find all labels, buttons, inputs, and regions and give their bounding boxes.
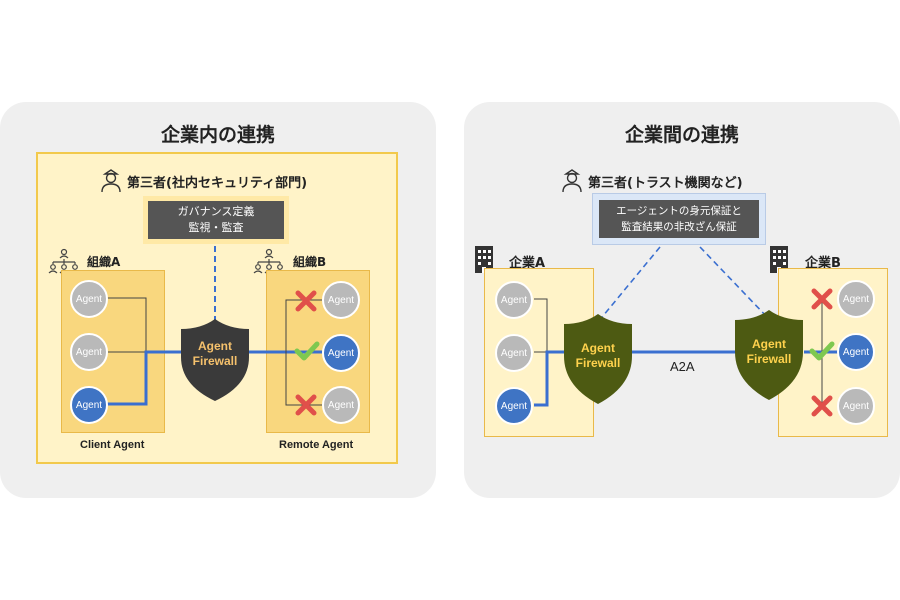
right-firewall-b-line-1: Agent — [752, 337, 786, 351]
left-person-icon — [100, 167, 122, 197]
left-note-line-1: ガバナンス定義 — [177, 205, 255, 218]
left-firewall-line-2: Firewall — [192, 354, 238, 368]
right-person-icon — [561, 167, 583, 197]
right-company-a-agent-client: Agent — [495, 387, 533, 425]
right-third-party-label: 第三者(トラスト機関など) — [588, 176, 743, 191]
right-company-b-label: 企業B — [805, 256, 841, 271]
right-a2a-label: A2A — [670, 359, 695, 374]
left-panel-title: 企業内の連携 — [160, 124, 275, 146]
right-cross-icon-2 — [811, 395, 833, 421]
right-firewall-a-label: Agent Firewall — [562, 341, 634, 371]
right-company-b-agent-1: Agent — [837, 280, 875, 318]
left-org-a-label: 組織A — [87, 255, 121, 269]
right-firewall-a-shield-icon — [562, 312, 634, 410]
left-org-a-agent-1: Agent — [70, 280, 108, 318]
left-firewall-shield-icon — [179, 317, 251, 407]
right-check-icon — [809, 340, 835, 366]
left-cross-icon-2 — [295, 394, 317, 420]
left-org-a-agent-client: Agent — [70, 386, 108, 424]
left-third-party-label: 第三者(社内セキュリティ部門) — [127, 176, 308, 191]
right-firewall-b-label: Agent Firewall — [733, 337, 805, 367]
left-org-b-agent-remote: Agent — [322, 334, 360, 372]
right-firewall-b-shield-icon — [733, 308, 805, 406]
left-org-b-agent-3: Agent — [322, 386, 360, 424]
left-org-b-agent-1: Agent — [322, 281, 360, 319]
right-firewall-a-line-2: Firewall — [575, 356, 621, 370]
left-firewall-label: Agent Firewall — [179, 339, 251, 369]
right-panel-title: 企業間の連携 — [624, 124, 739, 146]
left-firewall-line-1: Agent — [198, 339, 232, 353]
right-trust-note: エージェントの身元保証と 監査結果の非改ざん保証 — [592, 193, 766, 245]
left-check-icon — [294, 340, 320, 366]
left-client-agent-label: Client Agent — [80, 439, 145, 451]
left-cross-icon-1 — [295, 290, 317, 316]
right-note-line-1: エージェントの身元保証と — [616, 205, 742, 217]
left-note-line-2: 監視・監査 — [188, 221, 244, 234]
right-company-b-agent-3: Agent — [837, 387, 875, 425]
right-company-a-agent-1: Agent — [495, 281, 533, 319]
left-remote-agent-label: Remote Agent — [279, 439, 354, 451]
right-note-line-2: 監査結果の非改ざん保証 — [621, 221, 737, 233]
left-governance-note: ガバナンス定義 監視・監査 — [143, 196, 289, 244]
right-firewall-a-line-1: Agent — [581, 341, 615, 355]
right-firewall-b-line-2: Firewall — [746, 352, 792, 366]
right-company-a-agent-2: Agent — [495, 334, 533, 372]
right-company-b-agent-remote: Agent — [837, 333, 875, 371]
right-cross-icon-1 — [811, 288, 833, 314]
right-company-a-label: 企業A — [509, 256, 546, 271]
left-org-a-agent-2: Agent — [70, 333, 108, 371]
left-org-b-label: 組織B — [293, 255, 327, 269]
